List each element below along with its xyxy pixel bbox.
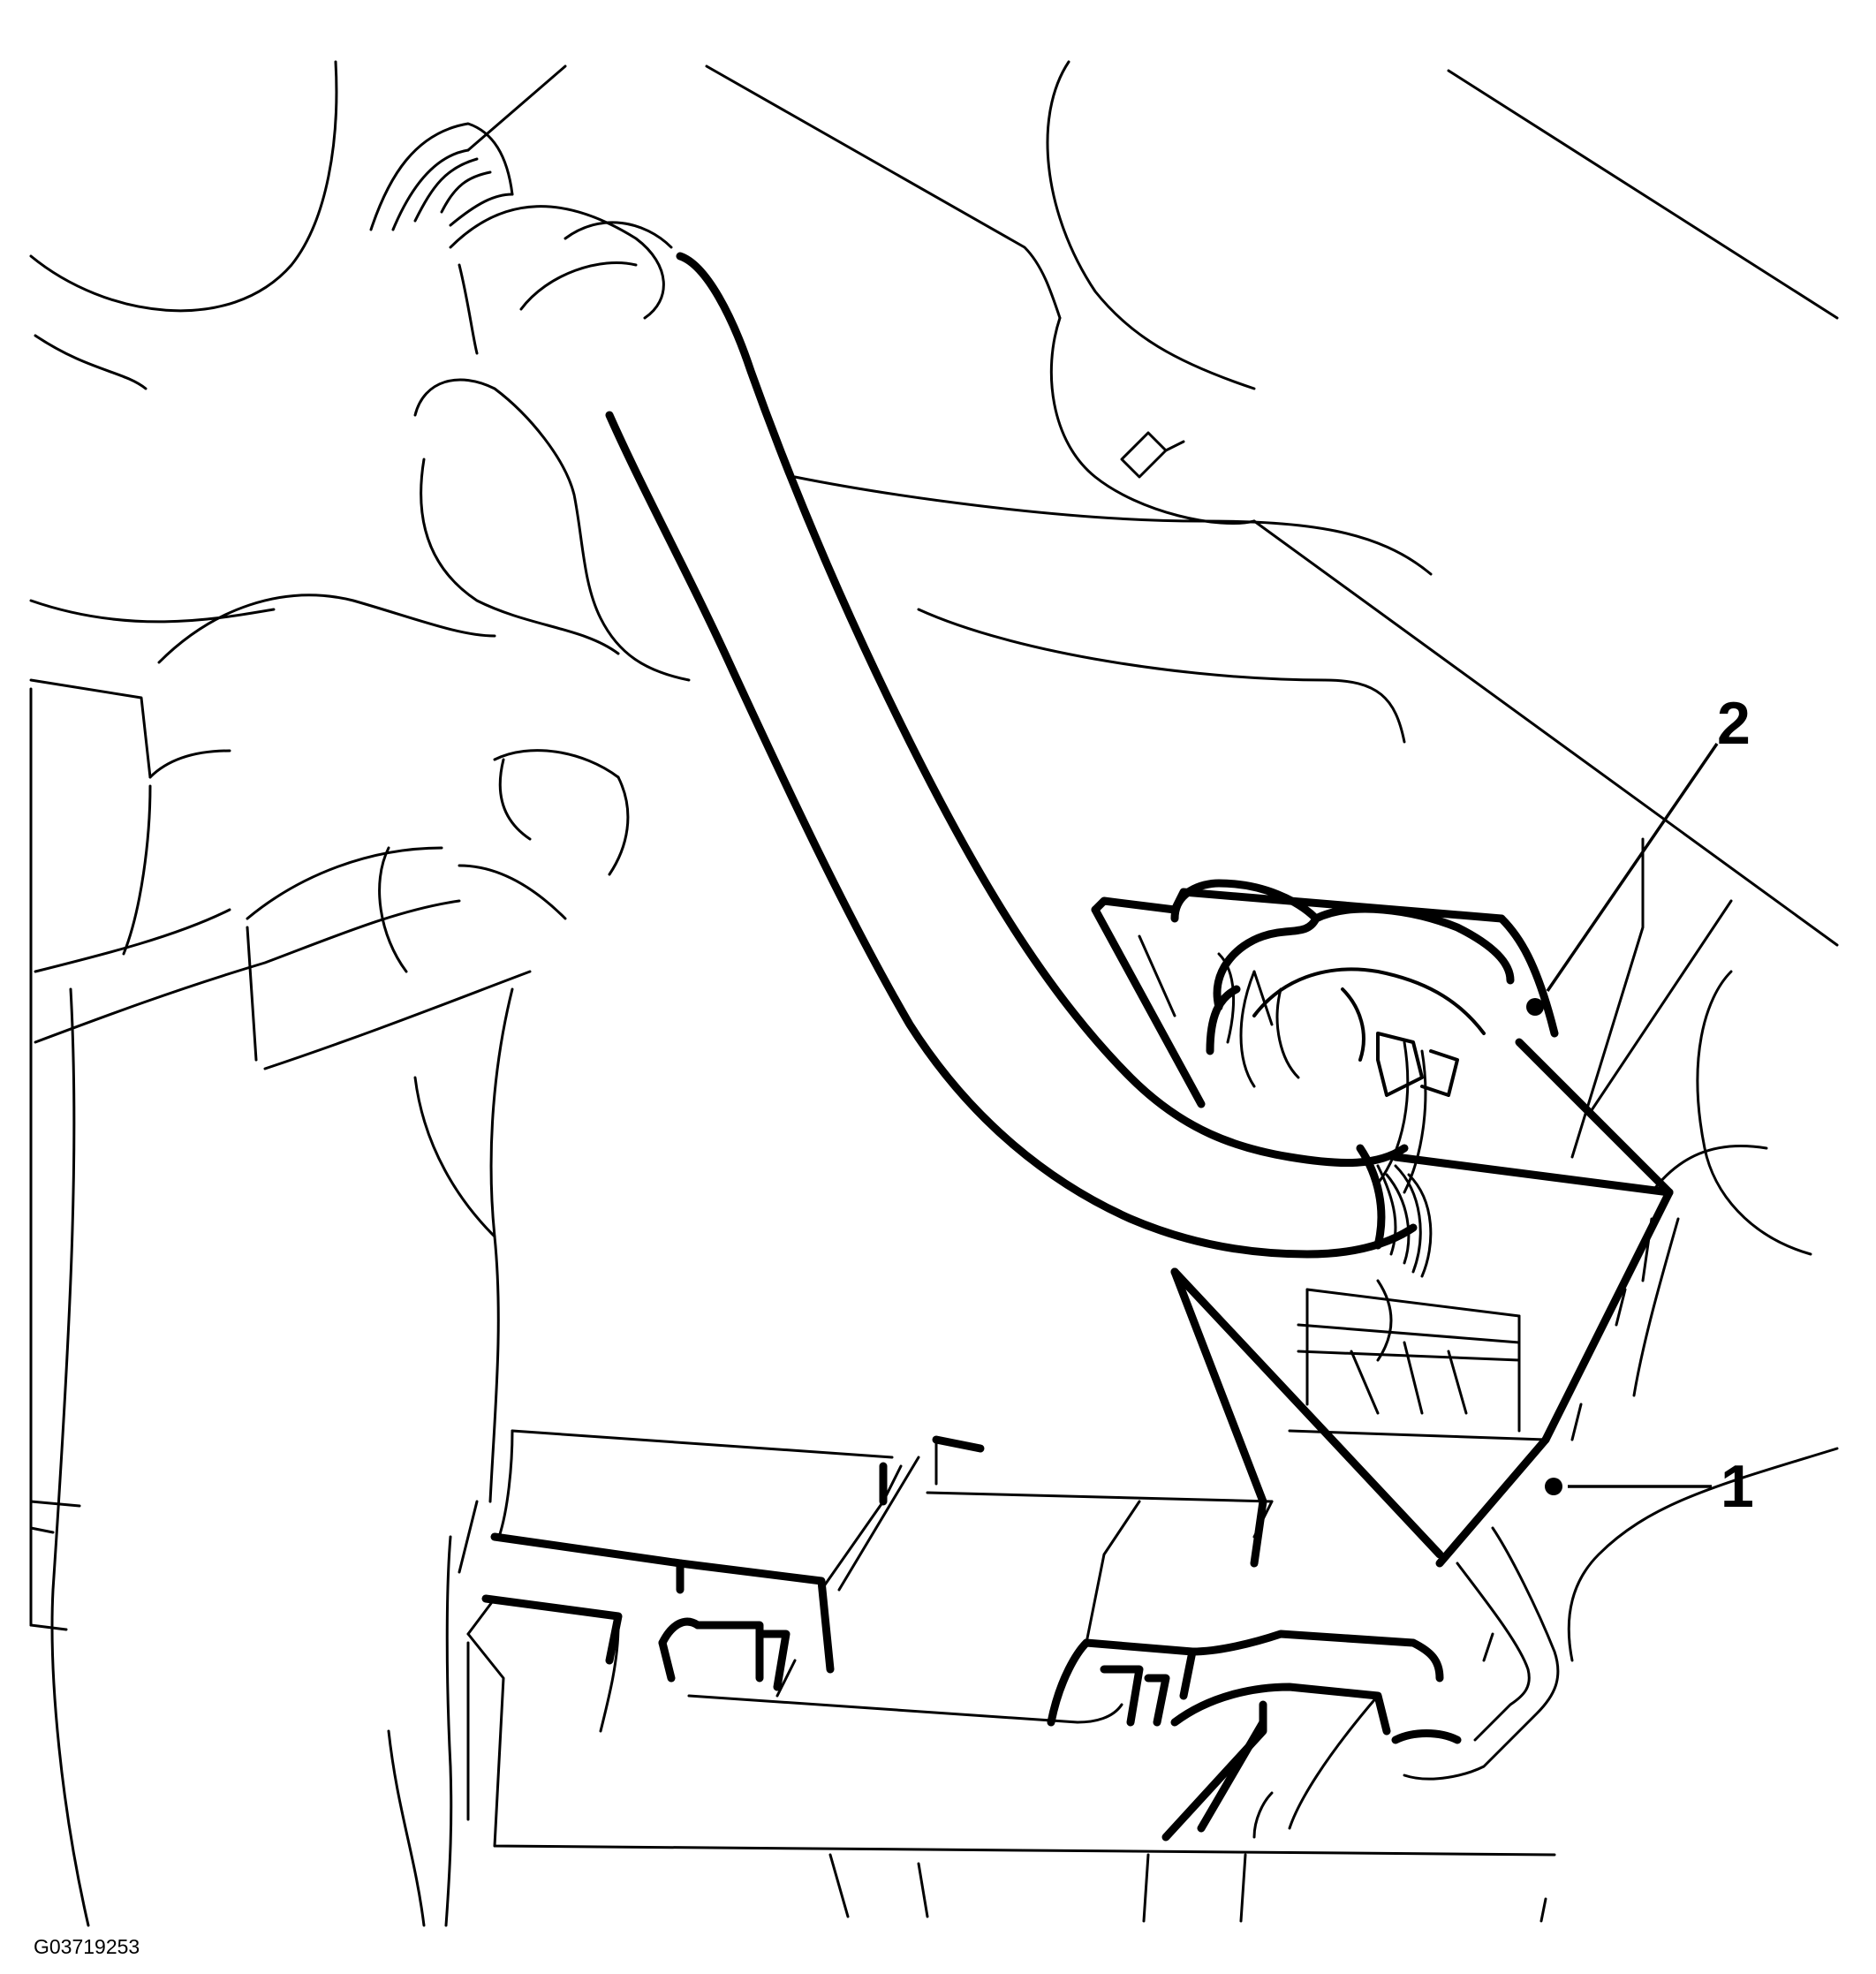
callout-1-dot: [1545, 1478, 1562, 1495]
mounting-bracket: [466, 1429, 1560, 1923]
wiring-conduit: [605, 252, 1433, 1278]
electrical-connector: [1138, 879, 1515, 1097]
callout-1-number: 1: [1721, 1453, 1754, 1520]
callout-1: 1: [1545, 1453, 1754, 1520]
control-module: [1091, 888, 1674, 1568]
background-structure: [29, 60, 1839, 1923]
wiring-harness-bundle: [34, 122, 691, 1927]
callout-2-dot: [1526, 998, 1544, 1016]
figure-id: G03719253: [34, 1935, 140, 1958]
callout-2-number: 2: [1717, 690, 1751, 757]
callout-2: 2: [1526, 690, 1751, 1016]
callout-2-leader: [1546, 743, 1719, 992]
